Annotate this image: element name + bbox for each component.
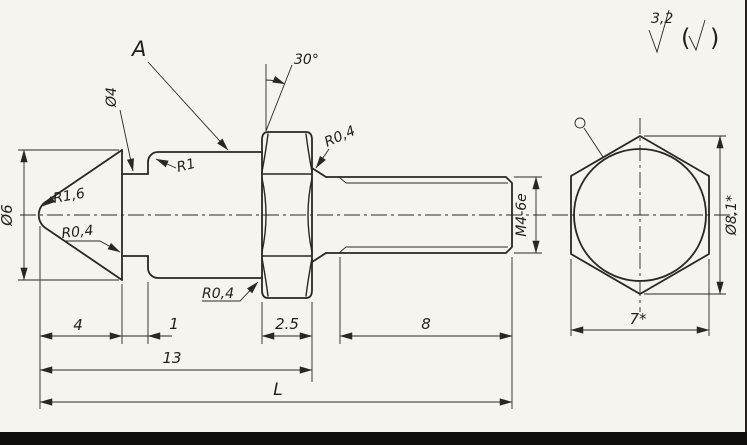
leader-r-tip	[42, 196, 57, 207]
r-shoulder-label: R1	[175, 156, 197, 176]
hex-side-outline	[261, 131, 313, 299]
hex-face-edges	[261, 173, 313, 257]
side-view	[37, 131, 513, 299]
hexagon-outline	[570, 135, 710, 295]
roughness-check-icon	[648, 9, 670, 54]
leader-lines	[42, 61, 330, 302]
leader-r-shoulder	[155, 158, 177, 169]
angle-arc	[265, 75, 286, 85]
dim-tip-length: 4	[73, 316, 83, 334]
roughness-paren-open: (	[681, 24, 690, 52]
angle-extension-lines	[265, 64, 293, 132]
roughness-value: 3,2	[651, 11, 673, 27]
dim-hex-length: 2.5	[275, 315, 299, 333]
thread-shank	[325, 176, 513, 254]
across-flats-label: 7*	[629, 310, 647, 328]
r-groove-label: R0,4	[61, 223, 94, 242]
r-hex-back-label: R0,4	[202, 286, 234, 302]
leader-view-a	[147, 61, 229, 151]
chamfer-circle	[573, 148, 707, 282]
leader-r-hex-back	[202, 281, 259, 302]
dim-body-length: 13	[162, 349, 181, 367]
angle-label: 30°	[294, 52, 319, 68]
neck-groove	[121, 173, 149, 257]
dim-overall-length: L	[273, 380, 282, 400]
roughness-symbol: 3,2 ( )	[648, 9, 719, 54]
roughness-inner-check-icon	[688, 19, 706, 52]
thread-root-lines	[338, 176, 508, 254]
dim-groove-length: 1	[169, 315, 179, 333]
end-view	[570, 117, 710, 295]
scan-edge-right	[745, 0, 747, 445]
thread-spec-label: M4-6e	[514, 193, 530, 237]
dia-neck-label: Ø4	[104, 87, 120, 108]
labels: A 30° Ø4 Ø6 R1,6 R0,4 R1 R0,4 R0,4 M4-6e…	[0, 37, 740, 400]
roughness-paren-close: )	[710, 24, 719, 52]
body-cylinder	[147, 151, 263, 279]
scan-edge-bottom	[0, 432, 747, 445]
hex-shaft-transition	[311, 167, 327, 263]
leader-dia-neck	[119, 109, 134, 172]
dimension-lines	[20, 135, 724, 406]
view-a-label: A	[130, 37, 146, 61]
dim-thread-length: 8	[421, 315, 431, 333]
edge-leader-line	[583, 127, 604, 158]
edge-leader-loop	[574, 117, 586, 129]
dia-tip-label: Ø6	[0, 204, 16, 226]
r-tip-label: R1,6	[52, 186, 86, 207]
dia-circumscribed-label: Ø8,1*	[724, 195, 740, 236]
leader-r-groove	[66, 240, 121, 253]
hex-chamfer-arcs	[261, 133, 313, 297]
leader-r-hex-front	[315, 148, 330, 169]
